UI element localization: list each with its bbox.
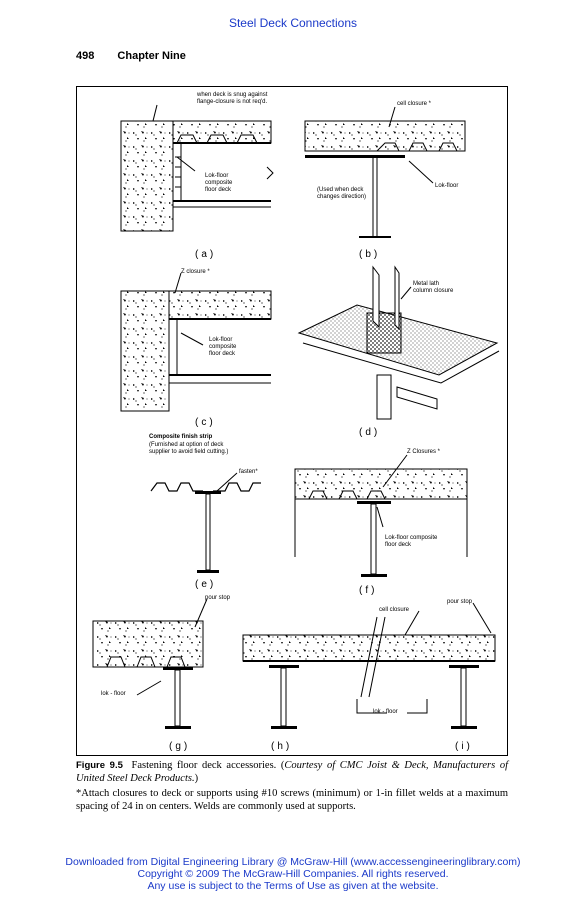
label-b-used1: (Used when deck [317,187,364,193]
subfigure-label-f: (f) [359,585,377,596]
caption-text: Fastening floor deck accessories. ( [131,760,285,771]
caption-footnote: *Attach closures to deck or supports usi… [76,788,508,812]
label-b-closure: cell closure * [397,101,432,107]
label-a-deck2: composite [205,180,233,186]
caption-text-end: ) [194,773,199,784]
label-h-cell: cell closure [379,607,410,613]
subfigure-label-c: (c) [195,417,216,428]
label-c-deck2: composite [209,344,237,350]
footer-download-line[interactable]: Downloaded from Digital Engineering Libr… [65,856,521,868]
label-a-note2: flange-closure is not req'd. [197,99,268,105]
subfigure-label-d: (d) [359,427,380,438]
subfigure-g: pour stop lok - floor (g) [92,595,231,752]
subfigure-label-b: (b) [359,249,380,260]
subfigure-e: Composite finish strip (Furnished at opt… [149,434,261,590]
label-c-closure: Z closure * [181,269,210,275]
subfigure-label-e: (e) [195,579,216,590]
label-d-lath1: Metal lath [413,281,439,287]
label-g-pour: pour stop [205,595,231,601]
label-e-fasten: fasten* [239,469,258,475]
footer-copyright-line: Copyright © 2009 The McGraw-Hill Compani… [137,868,449,880]
figure-number: Figure 9.5 [76,760,123,771]
label-b-lok: Lok-floor [435,183,458,189]
subfigure-label-a: (a) [195,249,216,260]
subfigure-d: Metal lath column closure (d) [297,265,500,438]
page-number: 498 [76,50,95,62]
subfigure-label-i: (i) [455,741,473,752]
figure-caption: Figure 9.5 Fastening floor deck accessor… [76,759,508,813]
subfigure-label-h: (h) [271,741,292,752]
label-b-used2: changes direction) [317,194,366,200]
figure-drawing: when deck is snug against flange-closure… [92,92,500,752]
label-h-lok: lok - floor [373,709,398,715]
label-d-lath2: column closure [413,288,454,294]
subfigure-h-i: cell closure pour stop lok - floor (h) (… [242,599,496,752]
subfigure-a: when deck is snug against flange-closure… [120,92,274,260]
label-c-deck3: floor deck [209,351,236,357]
subfigure-c: Z closure * Lok-floor composite floor de… [120,269,272,428]
footer-terms-line[interactable]: Any use is subject to the Terms of Use a… [147,880,439,892]
label-a-note1: when deck is snug against [196,92,268,98]
subfigure-label-g: (g) [169,741,190,752]
label-e-note2: supplier to avoid field cutting.) [149,449,228,455]
subfigure-f: Z Closures * Lok-floor composite floor d… [294,449,468,596]
chapter-title: Chapter Nine [117,50,186,62]
label-e-title: Composite finish strip [149,434,213,440]
page-header: 498 Chapter Nine [76,50,206,62]
figure-frame: when deck is snug against flange-closure… [76,86,508,756]
label-a-deck1: Lok-floor [205,173,228,179]
footer: Downloaded from Digital Engineering Libr… [0,856,586,892]
label-h-pour: pour stop [447,599,473,605]
label-a-deck3: floor deck [205,187,232,193]
label-e-note1: (Furnished at option of deck [149,442,224,448]
label-f-deck2: floor deck [385,542,412,548]
running-head: Steel Deck Connections [228,16,358,30]
caption-credit: Courtesy of CMC Joist & Deck, Manufactur… [76,760,508,784]
label-c-deck1: Lok-floor [209,337,232,343]
label-f-closures: Z Closures * [407,449,441,455]
label-f-deck1: Lok-floor composite [385,535,438,541]
label-g-lok: lok - floor [101,691,126,697]
subfigure-b: cell closure * (Used when deck changes d… [304,101,466,260]
